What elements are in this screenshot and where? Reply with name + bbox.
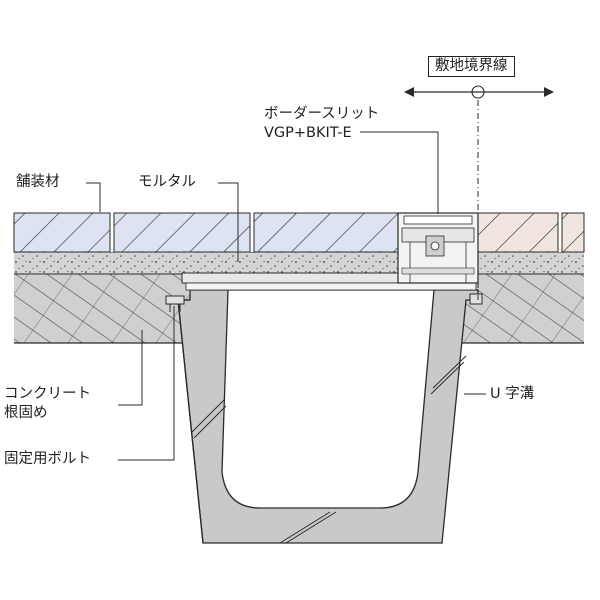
u-ditch-body — [177, 289, 479, 544]
fixing-bolt-left — [165, 295, 185, 312]
mortar-layer — [14, 251, 584, 275]
paving-left — [13, 212, 399, 253]
u-ditch-label: U 字溝 — [490, 386, 535, 402]
border-slit-label: ボーダースリット — [264, 106, 380, 122]
fixing-bolt-right — [469, 293, 483, 305]
boundary-label: 敷地境界線 — [428, 56, 515, 77]
concrete-label-line1: コンクリート — [4, 386, 91, 402]
mortar-label: モルタル — [138, 174, 196, 190]
paving-right — [477, 212, 585, 253]
border-slit-model-label: VGP+BKIT-E — [264, 125, 352, 141]
border-slit — [397, 212, 479, 284]
paving-label: 舗装材 — [16, 174, 60, 190]
concrete-label-line2: 根固め — [4, 405, 48, 421]
boundary-marker — [404, 85, 554, 300]
bolt-label: 固定用ボルト — [4, 451, 91, 467]
leader-lines — [86, 131, 486, 461]
